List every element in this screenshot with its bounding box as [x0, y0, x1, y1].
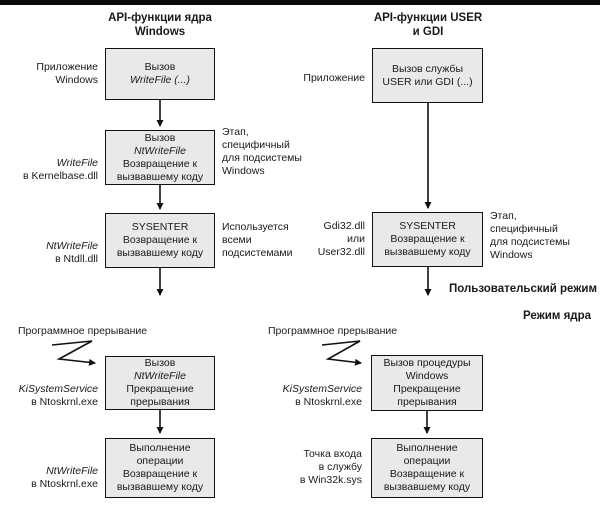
box-text: Вызов службы USER или GDI (...) — [382, 62, 473, 88]
software-interrupt-left: Программное прерывание — [18, 325, 148, 337]
box-text: Вызов — [144, 61, 176, 73]
flow-box-call-ntwritefile: Вызов NtWriteFile Возвращение к вызвавше… — [105, 130, 215, 185]
flow-box-operation-left: Выполнение операции Возвращение к вызвав… — [105, 438, 215, 498]
software-interrupt-right: Программное прерывание — [268, 325, 398, 337]
flow-box-call-writefile: Вызов WriteFile (...) — [105, 48, 215, 100]
box-text: Выполнение операции Возвращение к вызвав… — [383, 442, 471, 493]
box-text-italic: NtWriteFile — [134, 144, 186, 157]
user-mode-label: Пользовательский режим — [448, 283, 597, 295]
flow-box-interrupt-right: Вызов процедуры Windows Прекращение прер… — [371, 355, 483, 411]
label-rest: в Ntoskrnl.exe — [295, 396, 362, 408]
label-windows-application: Приложение Windows — [36, 61, 98, 86]
box-text-italic: NtWriteFile — [134, 370, 186, 382]
label-win32k-entry: Точка входа в службу в Win32k.sys — [299, 448, 362, 486]
label-italic: WriteFile — [56, 157, 98, 169]
label-rest: в Ntoskrnl.exe — [31, 478, 98, 490]
mode-divider — [0, 0, 600, 5]
label-rest: в Ntdll.dll — [55, 253, 98, 265]
label-gdi32-user32: Gdi32.dll или User32.dll — [317, 220, 365, 258]
box-text: SYSENTER — [399, 220, 456, 232]
label-rest: в Ntoskrnl.exe — [31, 396, 98, 408]
box-text: Возвращение к вызвавшему коду — [116, 157, 204, 183]
annotation-all-subsystems: Используется всеми подсистемами — [222, 221, 293, 259]
label-rest: в Kernelbase.dll — [22, 170, 98, 182]
box-text: SYSENTER — [131, 221, 189, 233]
flow-box-call-user-gdi: Вызов службы USER или GDI (...) — [372, 48, 483, 103]
box-text: Выполнение операции Возвращение к вызвав… — [116, 442, 204, 493]
label-application: Приложение — [303, 72, 365, 84]
box-text: Вызов процедуры Windows Прекращение прер… — [383, 357, 471, 408]
box-text-italic: WriteFile (...) — [129, 74, 191, 86]
header-user-gdi-api: API-функции USER и GDI — [373, 12, 483, 38]
interrupt-zigzag-left — [51, 340, 96, 366]
flow-box-interrupt-left: Вызов NtWriteFile Прекращение прерывания — [105, 356, 215, 410]
label-italic: KiSystemService — [282, 383, 362, 395]
header-kernel-api: API-функции ядра Windows — [108, 12, 212, 38]
box-text: Прекращение прерывания — [126, 383, 194, 408]
label-italic: KiSystemService — [18, 383, 98, 395]
label-italic: NtWriteFile — [46, 465, 98, 477]
box-text: Возвращение к вызвавшему коду — [384, 233, 471, 258]
annotation-subsystem-stage-left: Этап, специфичный для подсистемы Windows — [222, 126, 302, 177]
flow-box-sysenter-left: SYSENTER Возвращение к вызвавшему коду — [105, 213, 215, 268]
kernel-mode-label: Режим ядра — [523, 310, 591, 322]
box-text: Вызов — [144, 131, 176, 144]
box-text: Возвращение к вызвавшему коду — [116, 234, 204, 259]
flow-box-operation-right: Выполнение операции Возвращение к вызвав… — [371, 438, 483, 498]
interrupt-zigzag-right — [321, 340, 362, 366]
annotation-subsystem-stage-right: Этап, специфичный для подсистемы Windows — [490, 210, 570, 261]
flow-box-sysenter-right: SYSENTER Возвращение к вызвавшему коду — [372, 212, 483, 267]
box-text: Вызов — [144, 357, 176, 369]
label-italic: NtWriteFile — [46, 240, 98, 252]
